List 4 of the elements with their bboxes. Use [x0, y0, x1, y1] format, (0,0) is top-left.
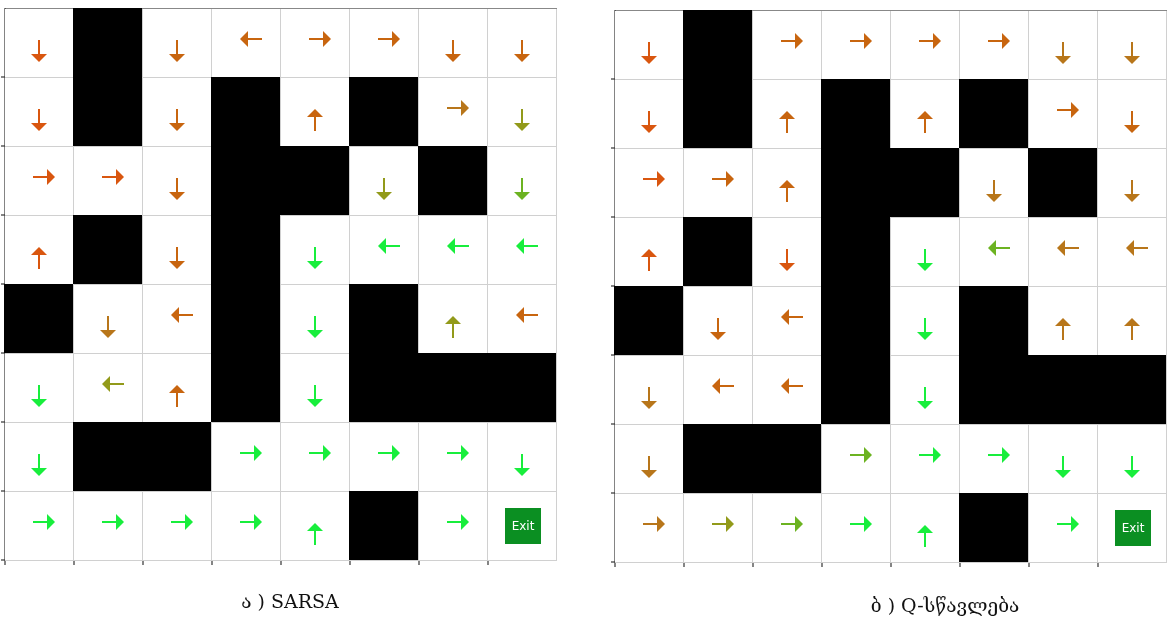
caption: ბ ) Q-სწავლება	[870, 594, 1020, 616]
exit-box: Exit	[505, 508, 541, 544]
caption: ა ) SARSA	[241, 590, 339, 612]
exit-box: Exit	[1115, 510, 1151, 546]
